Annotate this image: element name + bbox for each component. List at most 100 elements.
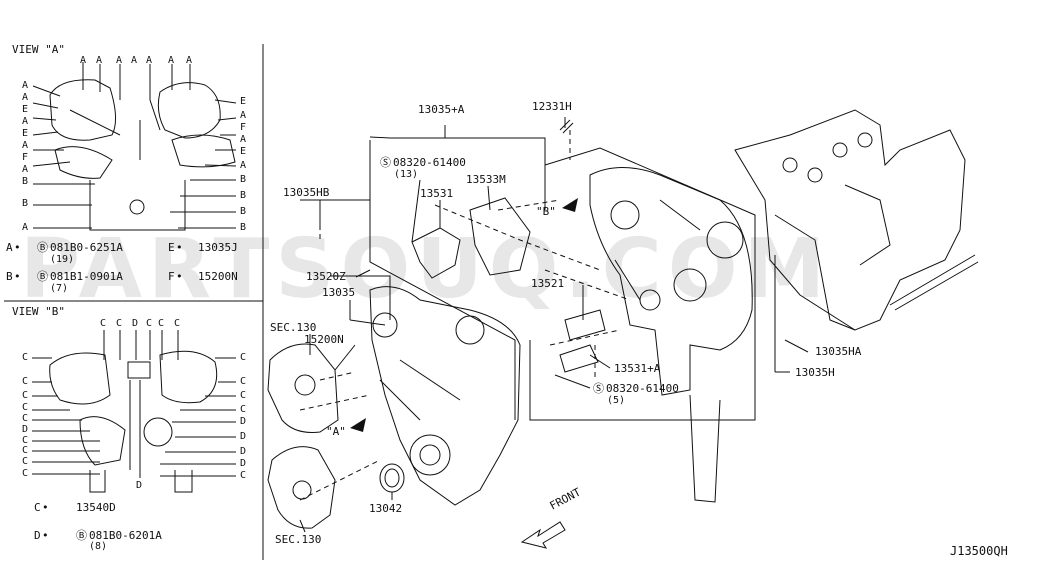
view-a-marker: "A" [326,425,346,438]
letter: D [240,416,247,427]
callout-13035: 13035 [322,286,356,299]
legend-dot: • [176,241,183,254]
letter: C [22,468,29,479]
letter: B [240,206,247,217]
letter: C [22,402,29,413]
legend-key: F [168,270,175,283]
letter: A [22,116,29,127]
screw-circle-icon: Ⓢ [593,382,604,395]
callout-13533m: 13533M [466,173,506,186]
upper-timing-cover [589,167,753,503]
letter: C [240,390,247,401]
letter: A [22,164,29,175]
callout-12331h: 12331H [532,100,572,113]
letter-a: A [186,55,193,66]
letter: C [22,413,29,424]
letter: C [22,456,29,467]
letter-a: A [168,55,175,66]
callout-13035hb: 13035HB [283,186,330,199]
screw-circle-icon: Ⓢ [380,156,391,169]
legend-key: E [168,241,175,254]
bolt-circle-icon: Ⓑ [37,270,48,283]
letter: A [240,110,247,121]
letter: C [240,352,247,363]
callout-13531-a: 13531+A [614,362,661,375]
legend-qty: (19) [50,254,75,265]
letter: B [240,174,247,185]
view-a-drawing [49,79,236,231]
legend-part: 13035J [198,241,238,254]
letter: C [158,318,165,329]
exploded-dashed-lines [299,130,631,501]
letter: E [22,128,29,139]
letter: C [174,318,181,329]
letter: E [240,96,247,107]
letter: D [240,431,247,442]
callout-bolt-bottom-qty: (5) [607,395,626,406]
assembly-frames [300,136,756,421]
callout-13035ha: 13035HA [815,345,862,358]
front-arrow [520,521,566,549]
letter: C [22,445,29,456]
legend-part: 13540D [76,501,116,514]
letter: D [240,446,247,457]
letter: B [240,222,247,233]
view-b-leaders [32,330,236,478]
view-a-leaders [32,62,237,229]
letter: D [132,318,139,329]
view-arrows [350,198,578,432]
letter: C [116,318,123,329]
letter-a: A [131,55,138,66]
letter-a: A [80,55,87,66]
water-pump-upper [267,343,339,433]
callout-sec130-bottom: SEC.130 [275,533,322,546]
callout-bolt-bottom: 08320-61400 [606,382,679,395]
letter: B [22,176,29,187]
legend-key: B [6,270,13,283]
legend-part: 15200N [198,270,238,283]
legend-dot: • [14,270,21,283]
letter: B [240,190,247,201]
callout-13035h: 13035H [795,366,835,379]
letter: D [22,424,29,435]
callout-leaders [299,117,809,533]
letter: B [22,198,29,209]
letter: A [22,140,29,151]
chain-guides [411,119,606,373]
letter: A [22,92,29,103]
callout-13520z: 13520Z [306,270,346,283]
view-b-marker: "B" [536,205,556,218]
letter: C [22,435,29,446]
letter: C [22,376,29,387]
lower-timing-cover [369,286,521,506]
letter: E [240,146,247,157]
oil-seal-13042 [379,463,405,493]
letter: C [240,470,247,481]
letter: F [240,122,247,133]
letter: C [100,318,107,329]
diagram-code: J13500QH [950,544,1008,558]
view-b-bottom-letter: D [136,480,143,491]
legend-dot: • [42,529,49,542]
bolt-circle-icon: Ⓑ [76,529,87,542]
letter: C [22,390,29,401]
legend-part: 081B1-0901A [50,270,123,283]
callout-13521: 13521 [531,277,565,290]
letter-a: A [116,55,123,66]
callout-bolt-top: 08320-61400 [393,156,466,169]
letter-a: A [146,55,153,66]
letter: C [146,318,153,329]
legend-key: C [34,501,41,514]
letter-a: A [96,55,103,66]
callout-13035-a: 13035+A [418,103,465,116]
legend-part: 081B0-6201A [89,529,162,542]
legend-dot: • [42,501,49,514]
bolt-circle-icon: Ⓑ [37,241,48,254]
letter: A [22,222,29,233]
letter: D [240,458,247,469]
callout-sec130-top: SEC.130 [270,321,317,334]
legend-qty: (8) [89,541,108,552]
legend-dot: • [176,270,183,283]
letter: C [22,352,29,363]
